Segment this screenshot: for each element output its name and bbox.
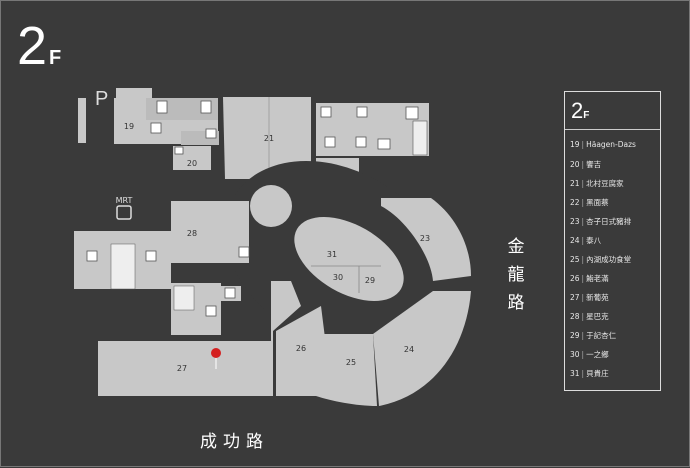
restroom-icon bbox=[324, 136, 336, 148]
room-27-label: 27 bbox=[177, 364, 187, 373]
room-19-label: 19 bbox=[124, 122, 134, 131]
mrt-train-icon bbox=[116, 205, 132, 220]
legend-item[interactable]: 19|Häagen-Dazs bbox=[570, 140, 636, 149]
escalator-icon bbox=[173, 285, 195, 311]
room-30-label: 30 bbox=[333, 273, 343, 282]
mrt-label: MRT bbox=[116, 196, 133, 205]
room-21-label: 21 bbox=[264, 134, 274, 143]
room-31-label: 31 bbox=[327, 250, 337, 259]
store-27[interactable] bbox=[98, 281, 301, 396]
street-bottom: 成功路 bbox=[200, 432, 269, 452]
legend-item[interactable]: 25|內湖成功食堂 bbox=[570, 255, 632, 264]
restroom-icon bbox=[145, 250, 157, 262]
legend-item[interactable]: 22|黑面蔡 bbox=[570, 198, 609, 207]
room-26-label: 26 bbox=[296, 344, 306, 353]
room-28-label: 28 bbox=[187, 229, 197, 238]
store-25[interactable] bbox=[316, 334, 377, 406]
elevator-icon bbox=[405, 106, 419, 120]
escalator-icon bbox=[174, 146, 184, 155]
store-28[interactable] bbox=[171, 201, 216, 263]
escalator-icon bbox=[377, 138, 391, 150]
elevator-icon bbox=[156, 100, 168, 114]
elevator-icon bbox=[224, 287, 236, 299]
room-20-label: 20 bbox=[187, 159, 197, 168]
store-26[interactable] bbox=[276, 306, 326, 396]
restroom-icon bbox=[320, 106, 332, 118]
restroom-icon bbox=[356, 106, 368, 118]
legend-item[interactable]: 23|杏子日式豬排 bbox=[570, 217, 632, 226]
restroom-icon bbox=[205, 305, 217, 317]
store-23[interactable] bbox=[381, 198, 471, 281]
store-24[interactable] bbox=[373, 291, 471, 406]
street-right: 金龍路 bbox=[507, 237, 525, 313]
legend-floor: 2F bbox=[571, 98, 590, 123]
legend-item[interactable]: 26|鮨老滿 bbox=[570, 274, 609, 283]
room-23-label: 23 bbox=[420, 234, 430, 243]
legend-item[interactable]: 21|北村豆腐家 bbox=[570, 179, 624, 188]
location-pin-icon bbox=[211, 348, 221, 358]
parking-icon: P bbox=[95, 88, 108, 110]
legend-item[interactable]: 20|饗吉 bbox=[570, 160, 602, 169]
restroom-icon bbox=[205, 128, 217, 139]
room-25-label: 25 bbox=[346, 358, 356, 367]
central-island bbox=[294, 216, 404, 302]
restroom-icon bbox=[86, 250, 98, 262]
atrium-circle bbox=[250, 185, 292, 227]
floor-number: 2 bbox=[17, 16, 48, 76]
store-legend: 2F 19|Häagen-Dazs 20|饗吉 21|北村豆腐家 22|黑面蔡 … bbox=[564, 91, 661, 391]
legend-item[interactable]: 28|星巴克 bbox=[570, 312, 609, 321]
legend-divider bbox=[565, 129, 660, 130]
room-29-label: 29 bbox=[365, 276, 375, 285]
floor-suffix: F bbox=[49, 47, 62, 69]
legend-item[interactable]: 24|泰八 bbox=[570, 236, 602, 245]
restroom-icon bbox=[238, 246, 250, 258]
legend-item[interactable]: 27|新葡苑 bbox=[570, 293, 609, 302]
room-24-label: 24 bbox=[404, 345, 414, 354]
legend-item[interactable]: 29|于記杏仁 bbox=[570, 331, 617, 340]
legend-item[interactable]: 30|一之鄉 bbox=[570, 350, 609, 359]
parking-area bbox=[78, 98, 86, 143]
legend-item[interactable]: 31|貝貴庄 bbox=[570, 369, 609, 378]
restroom-icon bbox=[355, 136, 367, 148]
store-21[interactable] bbox=[223, 97, 311, 179]
restroom-icon bbox=[150, 122, 162, 134]
escalator-icon bbox=[110, 243, 136, 290]
elevator-icon bbox=[200, 100, 212, 114]
